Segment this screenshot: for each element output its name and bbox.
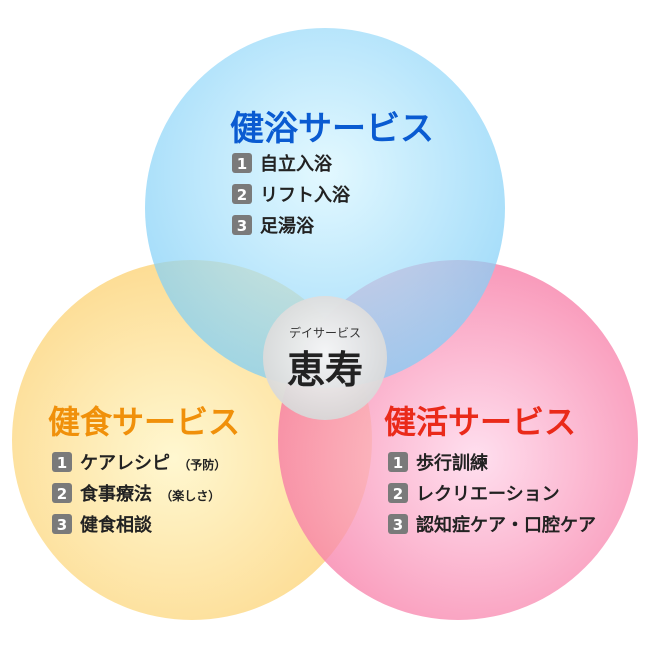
right-item-1: 1 歩行訓練	[388, 452, 488, 474]
left-circle-title: 健食サービス	[48, 403, 240, 441]
left-item-label: 食事療法	[79, 483, 152, 505]
center-circle	[263, 296, 387, 420]
top-item-label: リフト入浴	[260, 185, 351, 206]
left-item-note: （楽しさ）	[160, 488, 220, 503]
right-item-label: 歩行訓練	[416, 452, 488, 474]
svg-text:食事療法 （楽しさ）: 食事療法 （楽しさ）	[79, 483, 220, 505]
right-item-label: レクリエーション	[416, 484, 560, 505]
badge-3-icon	[52, 514, 72, 534]
svg-text:ケアレシピ （予防）: ケアレシピ （予防）	[80, 453, 226, 474]
left-item-note: （予防）	[178, 457, 226, 472]
center-subtitle: デイサービス	[289, 325, 361, 340]
right-item-label: 認知症ケア・口腔ケア	[416, 514, 596, 536]
center-title: 恵寿	[287, 348, 363, 392]
top-item-2: 2 リフト入浴	[232, 184, 351, 206]
left-item-label: ケアレシピ	[80, 453, 170, 474]
badge-2-icon	[52, 483, 72, 503]
svg-text:1: 1	[237, 155, 247, 173]
svg-text:1: 1	[393, 454, 403, 472]
right-item-3: 3 認知症ケア・口腔ケア	[388, 514, 596, 536]
top-circle-title: 健浴サービス	[230, 109, 434, 149]
badge-2-icon	[232, 184, 252, 204]
badge-1-icon	[232, 153, 252, 173]
svg-text:3: 3	[393, 516, 403, 534]
svg-text:3: 3	[237, 217, 247, 235]
circle-top	[145, 28, 505, 388]
top-item-3: 3 足湯浴	[232, 215, 315, 237]
top-item-1: 1 自立入浴	[232, 153, 333, 175]
svg-text:2: 2	[393, 485, 403, 503]
right-item-2: 2 レクリエーション	[388, 483, 560, 505]
svg-text:2: 2	[57, 485, 67, 503]
top-item-label: 自立入浴	[260, 153, 333, 175]
badge-2-icon	[388, 483, 408, 503]
svg-text:2: 2	[237, 186, 247, 204]
left-item-2: 2 食事療法 （楽しさ）	[52, 483, 220, 505]
right-circle-title: 健活サービス	[384, 403, 576, 441]
left-item-label: 健食相談	[80, 514, 153, 536]
svg-text:1: 1	[57, 454, 67, 472]
top-item-label: 足湯浴	[260, 216, 315, 237]
badge-1-icon	[52, 452, 72, 472]
left-item-1: 1 ケアレシピ （予防）	[52, 452, 226, 474]
left-item-3: 3 健食相談	[52, 514, 153, 536]
badge-1-icon	[388, 452, 408, 472]
svg-text:3: 3	[57, 516, 67, 534]
badge-3-icon	[232, 215, 252, 235]
badge-3-icon	[388, 514, 408, 534]
